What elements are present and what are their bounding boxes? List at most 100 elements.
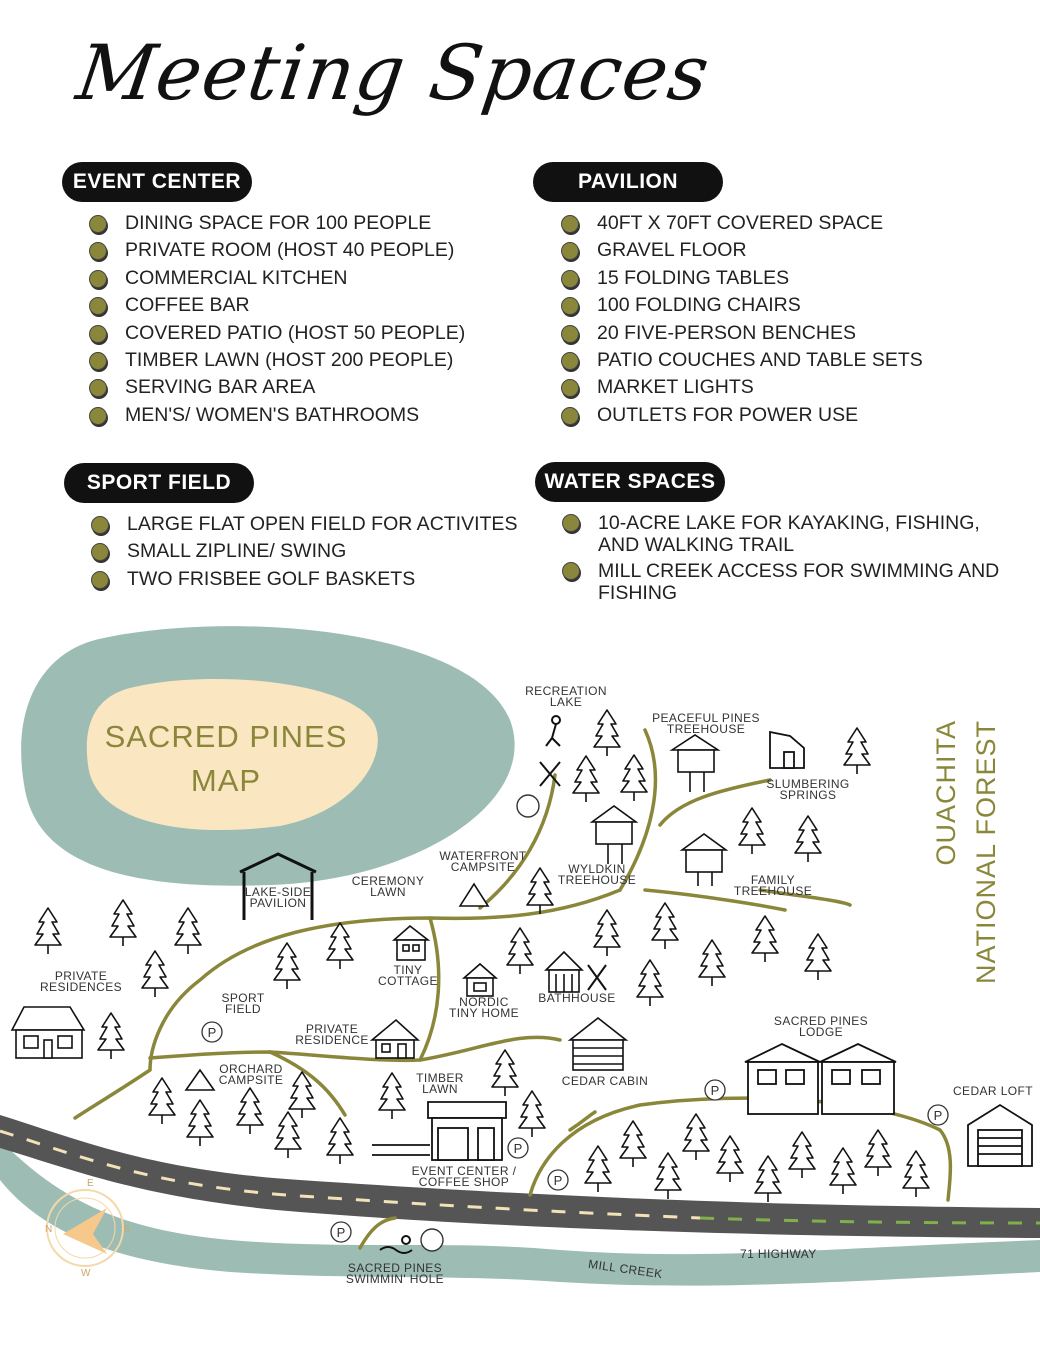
tiny-cottage-icon xyxy=(391,924,431,961)
list-item: LARGE FLAT OPEN FIELD FOR ACTIVITES xyxy=(91,511,531,538)
parking-icons: P P P P P P xyxy=(201,1021,949,1243)
bullet-icon xyxy=(562,562,580,580)
private-residence-icon xyxy=(369,1018,421,1059)
family-treehouse-icon xyxy=(679,833,729,886)
bullet-icon xyxy=(561,269,579,288)
parking-p: P xyxy=(711,1083,720,1098)
list-item: 15 FOLDING TABLES xyxy=(561,265,1001,292)
bullet-icon xyxy=(561,351,579,370)
label-cedar-cabin: CEDAR CABIN xyxy=(561,1074,649,1088)
pavilion-heading: PAVILION xyxy=(533,162,723,202)
slumbering-springs-icon xyxy=(769,730,805,769)
label-cedar-loft: CEDAR LOFT xyxy=(952,1084,1034,1098)
nordic-tiny-home-icon xyxy=(461,962,499,997)
bullet-icon xyxy=(89,324,107,343)
bullet-icon xyxy=(561,379,579,398)
event-center-heading: EVENT CENTER xyxy=(62,162,252,202)
bullet-icon xyxy=(561,242,579,261)
list-item: TWO FRISBEE GOLF BASKETS xyxy=(91,566,531,593)
water-spaces-list: 10-ACRE LAKE FOR KAYAKING, FISHING, AND … xyxy=(562,512,1002,608)
parking-p: P xyxy=(934,1108,943,1123)
event-center-list: DINING SPACE FOR 100 PEOPLE PRIVATE ROOM… xyxy=(89,210,529,429)
private-residences-icon xyxy=(10,1006,86,1059)
label-bathhouse: BATHHOUSE xyxy=(538,991,616,1005)
label-highway: 71 HIGHWAY xyxy=(740,1247,817,1261)
list-item: MEN'S/ WOMEN'S BATHROOMS xyxy=(89,402,529,429)
list-item: 100 FOLDING CHAIRS xyxy=(561,292,1001,319)
list-item: OUTLETS FOR POWER USE xyxy=(561,402,1001,429)
list-item: COVERED PATIO (HOST 50 PEOPLE) xyxy=(89,320,529,347)
lakeside-pavilion-icon xyxy=(239,852,317,920)
bullet-icon xyxy=(91,570,109,589)
bullet-icon xyxy=(561,324,579,343)
sacred-pines-lodge-icon xyxy=(744,1043,897,1115)
parking-p: P xyxy=(554,1173,563,1188)
list-item: SERVING BAR AREA xyxy=(89,374,529,401)
bullet-icon xyxy=(561,215,579,233)
highway-dash-white xyxy=(0,1129,701,1220)
bullet-icon xyxy=(91,543,109,562)
compass-e: E xyxy=(87,1178,94,1189)
compass-w: W xyxy=(81,1268,91,1279)
list-item: 10-ACRE LAKE FOR KAYAKING, FISHING, AND … xyxy=(562,512,1002,556)
compass-icon: N E S W xyxy=(45,1178,130,1279)
cedar-cabin-icon xyxy=(567,1016,629,1071)
parking-p: P xyxy=(337,1225,346,1240)
parking-p: P xyxy=(514,1141,523,1156)
list-item: 20 FIVE-PERSON BENCHES xyxy=(561,320,1001,347)
highway-dash-green xyxy=(699,1216,1040,1225)
bullet-icon xyxy=(89,379,107,398)
bullet-icon xyxy=(89,406,107,425)
page-title: Meeting Spaces xyxy=(71,28,716,117)
peaceful-pines-treehouse-icon xyxy=(669,734,721,792)
list-item: COFFEE BAR xyxy=(89,292,529,319)
list-item: SMALL ZIPLINE/ SWING xyxy=(91,538,531,565)
list-item: TIMBER LAWN (HOST 200 PEOPLE) xyxy=(89,347,529,374)
event-center-icon xyxy=(372,1101,507,1161)
sport-field-list: LARGE FLAT OPEN FIELD FOR ACTIVITES SMAL… xyxy=(91,511,531,593)
map-title-blob xyxy=(86,678,378,831)
pavilion-list: 40FT X 70FT COVERED SPACE GRAVEL FLOOR 1… xyxy=(561,210,1001,429)
bullet-icon xyxy=(561,297,579,316)
compass-s: S xyxy=(123,1224,130,1235)
list-item: GRAVEL FLOOR xyxy=(561,237,1001,264)
parking-p: P xyxy=(208,1025,217,1040)
site-map: P P P P P P N E S W xyxy=(0,626,1040,1286)
wyldkin-treehouse-icon xyxy=(589,805,639,864)
bullet-icon xyxy=(89,215,107,233)
bullet-icon xyxy=(562,514,580,532)
map-title: SACRED PINES MAP xyxy=(104,719,348,798)
swimmer-icon xyxy=(379,1235,413,1254)
bullet-icon xyxy=(89,269,107,288)
list-item: PATIO COUCHES AND TABLE SETS xyxy=(561,347,1001,374)
bullet-icon xyxy=(91,516,109,534)
ouachita-forest-label: OUACHITA NATIONAL FOREST xyxy=(931,720,1001,985)
bullet-icon xyxy=(89,242,107,261)
bullet-icon xyxy=(89,297,107,316)
fishing-icon xyxy=(420,794,540,1252)
mill-creek xyxy=(0,1140,1040,1286)
list-item: MARKET LIGHTS xyxy=(561,374,1001,401)
bullet-icon xyxy=(561,406,579,425)
bathhouse-icon xyxy=(544,950,584,993)
sport-field-heading: SPORT FIELD xyxy=(64,463,254,503)
compass-n: N xyxy=(45,1224,52,1235)
campsite-tent-icon xyxy=(184,882,490,1091)
